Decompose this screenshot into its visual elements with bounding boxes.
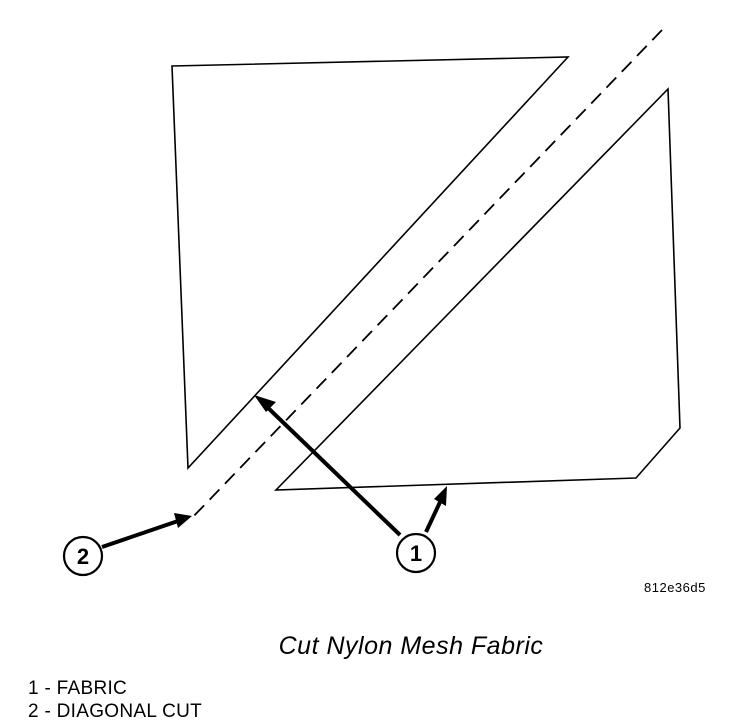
diagonal-cut-line — [189, 29, 663, 521]
legend: 1 - FABRIC 2 - DIAGONAL CUT — [28, 677, 202, 723]
fabric-piece-upper — [171, 56, 570, 470]
callout-2: 2 — [62, 535, 104, 577]
leader-arrow-2 — [101, 513, 192, 549]
callout-1: 1 — [395, 532, 437, 574]
figure-caption: Cut Nylon Mesh Fabric — [278, 632, 544, 660]
fabric-piece-lower — [274, 87, 681, 491]
figure-reference-code: 812e36d5 — [644, 580, 706, 595]
callout-2-number: 2 — [77, 544, 89, 569]
leader-arrow-1b — [424, 486, 447, 533]
fabric-diagram: 1 2 — [62, 29, 681, 577]
callout-1-number: 1 — [410, 541, 422, 566]
legend-item: 1 - FABRIC — [28, 678, 128, 699]
leader-arrow-1a — [254, 395, 402, 537]
legend-item: 2 - DIAGONAL CUT — [28, 701, 203, 722]
